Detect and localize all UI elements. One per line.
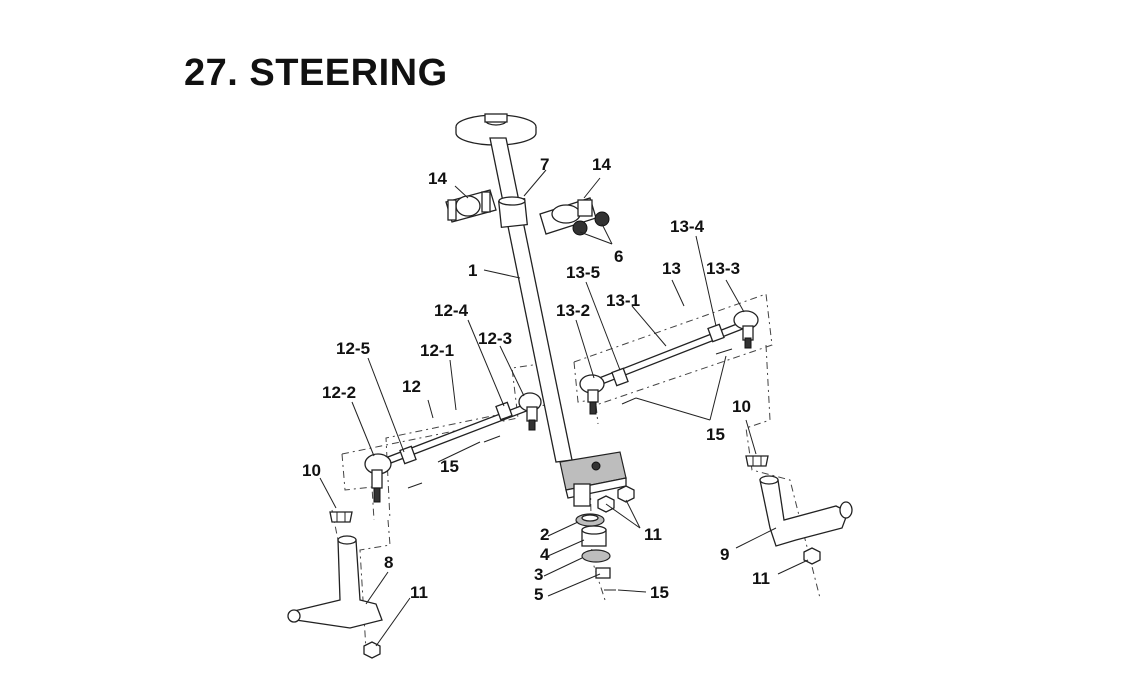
page-title: 27. STEERING (184, 52, 448, 94)
callout-8: 8 (384, 553, 393, 572)
castle-nut-left (329, 511, 353, 523)
castle-nut-right (745, 455, 769, 467)
tie-rod-left (364, 392, 542, 503)
callout-12-1: 12-1 (420, 341, 454, 360)
callout-12-4: 12-4 (434, 301, 469, 320)
tie-rod-right (579, 310, 759, 415)
nut-6 (572, 211, 610, 236)
callout-15-left: 15 (440, 457, 459, 476)
callout-4: 4 (540, 545, 550, 564)
callout-12-5: 12-5 (336, 339, 370, 358)
bushing-clamp-left (445, 189, 497, 223)
callout-13-5: 13-5 (566, 263, 600, 282)
callout-13: 13 (662, 259, 681, 278)
callout-13-4: 13-4 (670, 217, 705, 236)
cotter-pins (407, 348, 733, 591)
callout-2: 2 (540, 525, 549, 544)
callout-3: 3 (534, 565, 543, 584)
callout-labels: 1 7 14 14 6 12 12-1 12-2 12-3 12-4 12-5 … (302, 155, 770, 604)
callout-13-1: 13-1 (606, 291, 640, 310)
bushing-clamp-right (539, 197, 597, 235)
steering-shaft (455, 113, 627, 507)
callout-13-2: 13-2 (556, 301, 590, 320)
callout-5: 5 (534, 585, 543, 604)
callout-13-3: 13-3 (706, 259, 740, 278)
callout-7: 7 (540, 155, 549, 174)
callout-11-left: 11 (410, 583, 428, 602)
callout-10-left: 10 (302, 461, 321, 480)
callout-12: 12 (402, 377, 421, 396)
callout-15-right: 15 (706, 425, 725, 444)
callout-12-3: 12-3 (478, 329, 512, 348)
callout-15-bottom: 15 (650, 583, 669, 602)
callout-14-left: 14 (428, 169, 447, 188)
steering-knuckle-left (287, 535, 383, 659)
callout-6: 6 (614, 247, 623, 266)
callout-12-2: 12-2 (322, 383, 356, 402)
callout-14-right: 14 (592, 155, 611, 174)
callout-1: 1 (468, 261, 477, 280)
callout-11-center: 11 (644, 525, 662, 544)
callout-10-right: 10 (732, 397, 751, 416)
callout-11-right: 11 (752, 569, 770, 588)
leader-lines (319, 169, 809, 647)
steering-knuckle-right (759, 475, 853, 565)
callout-9: 9 (720, 545, 729, 564)
